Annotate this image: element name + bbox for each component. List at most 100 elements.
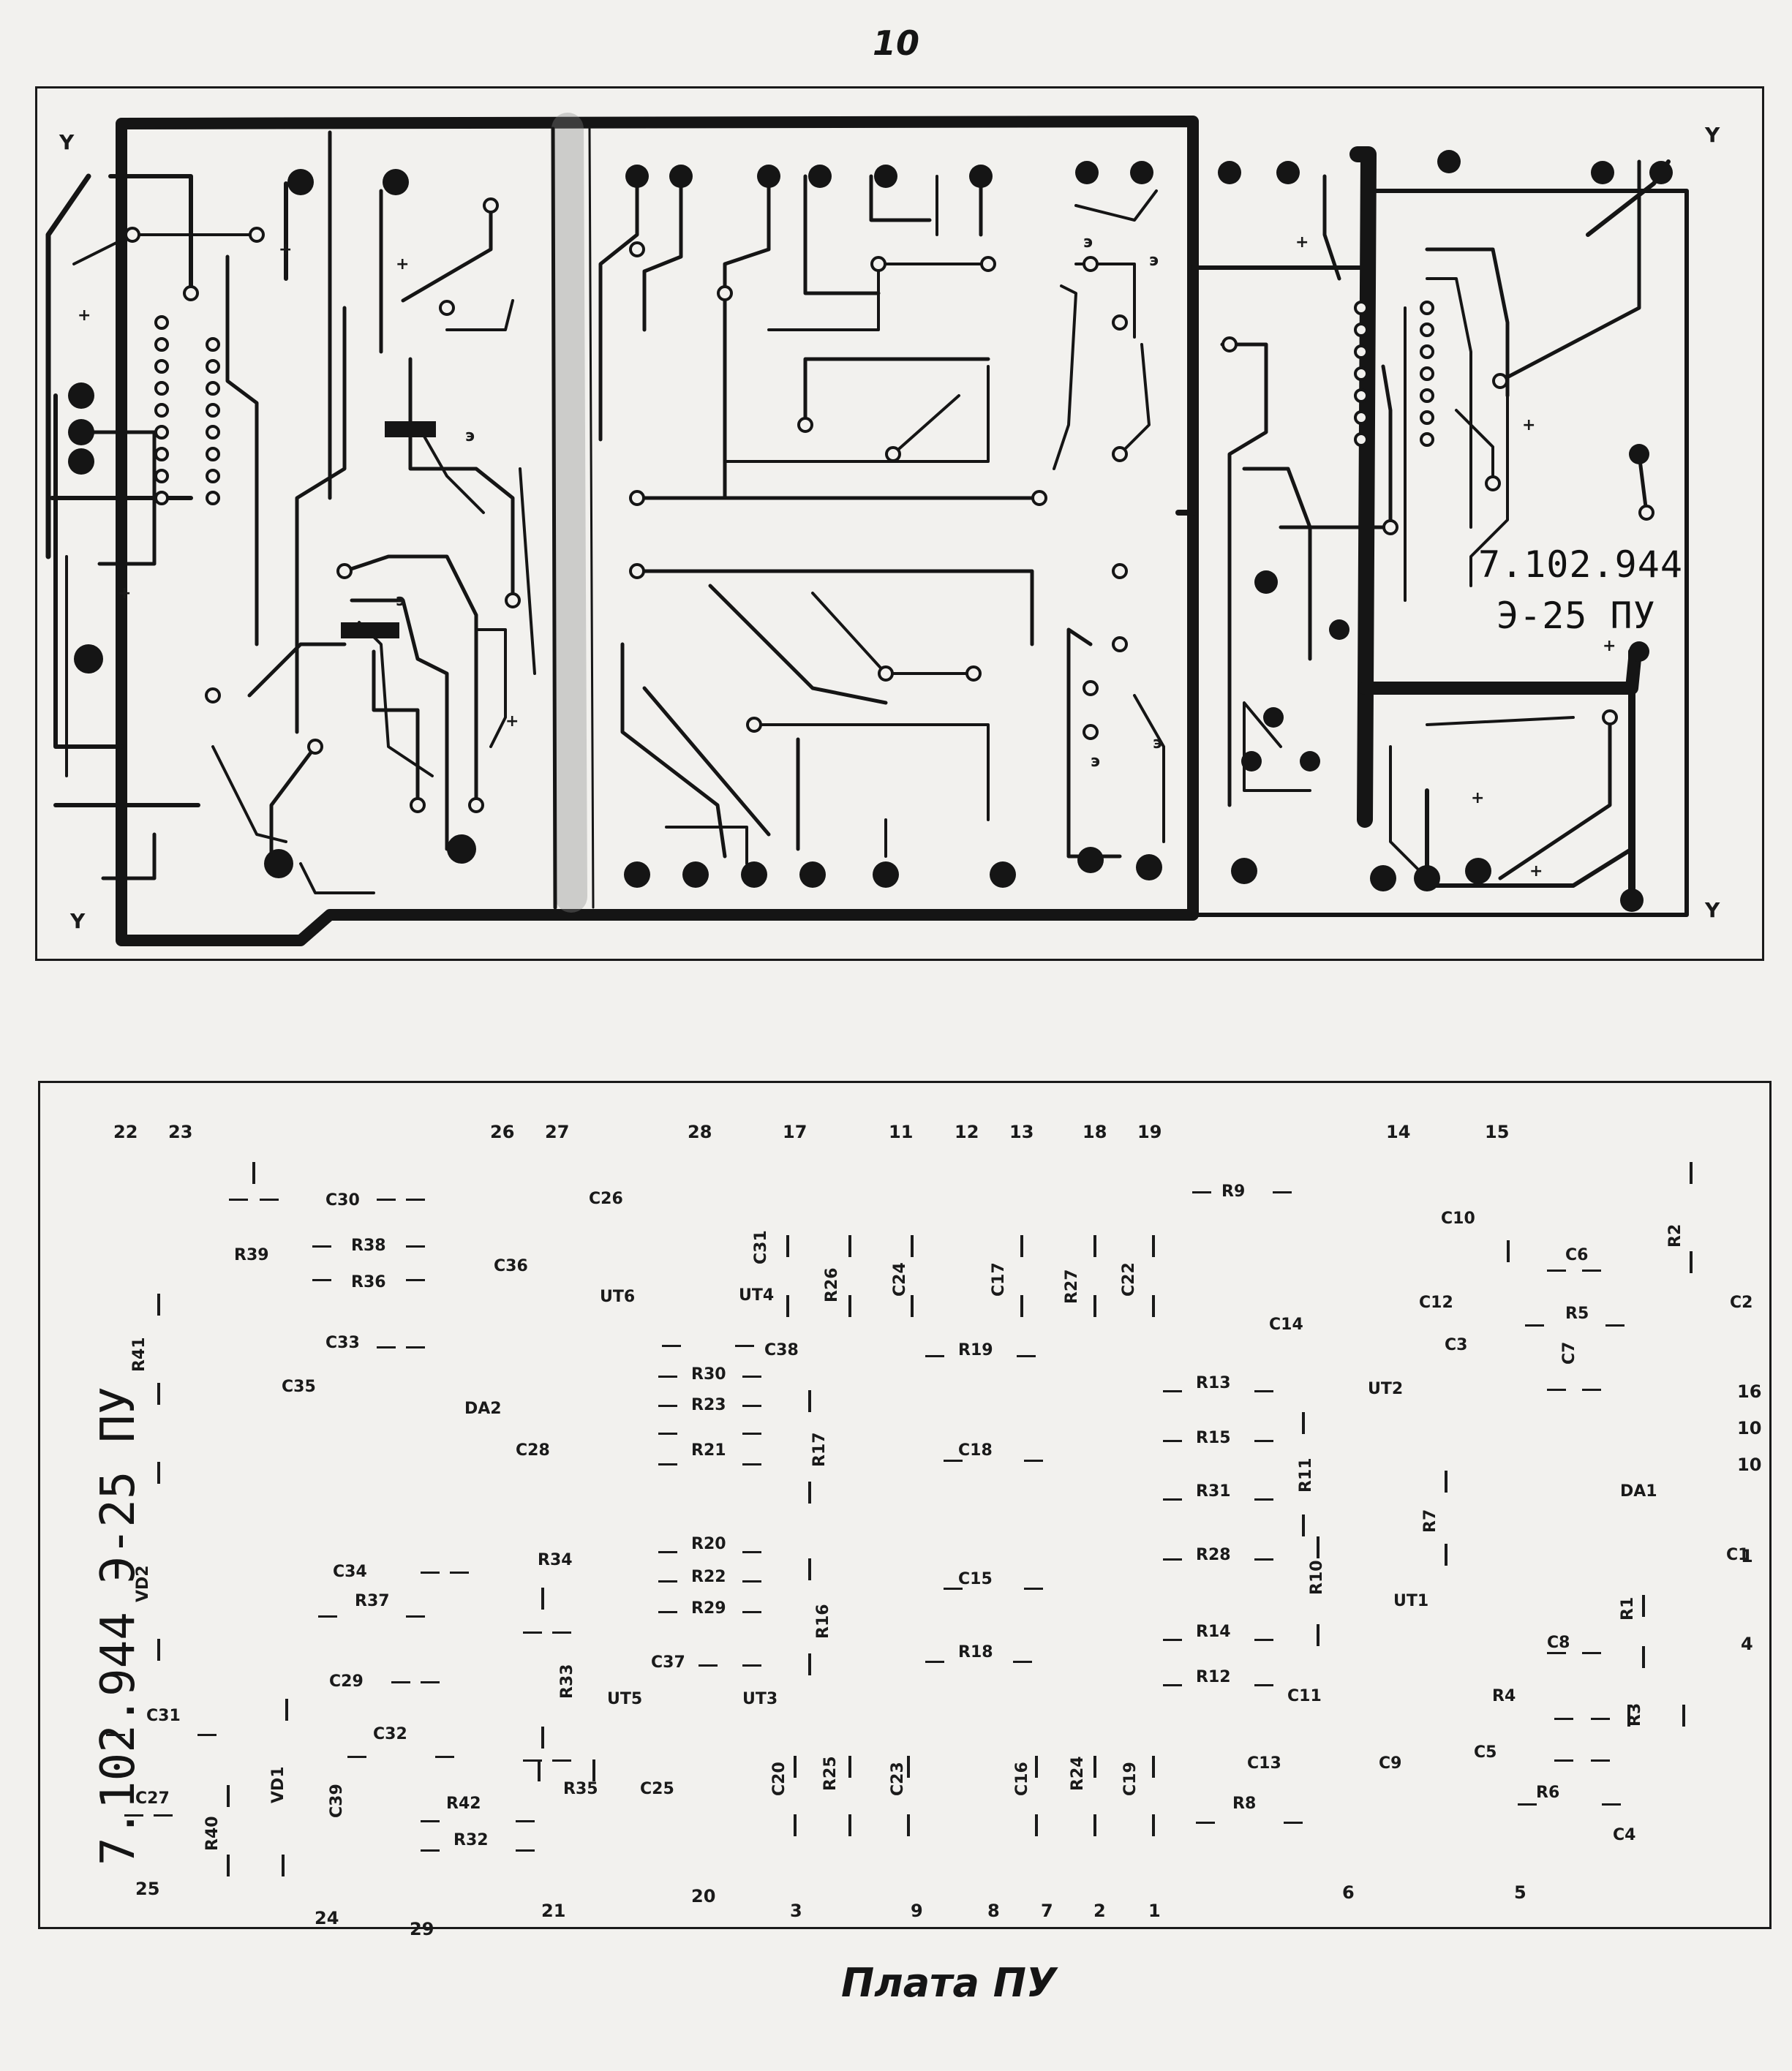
component-label: R29	[691, 1599, 726, 1618]
component-label: R8	[1232, 1795, 1257, 1813]
component-label: R28	[1196, 1546, 1231, 1564]
pin-label: 10	[1737, 1455, 1762, 1475]
component-label: C22	[1120, 1262, 1138, 1297]
placement-mark	[406, 1199, 425, 1201]
placement-mark	[848, 1235, 851, 1257]
pin-label: 22	[113, 1122, 138, 1142]
component-label: C35	[282, 1378, 316, 1396]
placement-mark	[1547, 1652, 1566, 1654]
placement-mark	[1518, 1803, 1537, 1806]
placement-mark	[662, 1345, 681, 1347]
placement-mark	[391, 1681, 410, 1683]
placement-mark	[1591, 1718, 1610, 1720]
placement-mark	[808, 1482, 811, 1504]
placement-mark	[742, 1551, 761, 1553]
placement-mark	[848, 1295, 851, 1317]
placement-mark	[435, 1756, 454, 1758]
component-label: R40	[203, 1816, 222, 1851]
placement-mark	[1163, 1440, 1182, 1442]
component-label: R42	[446, 1795, 481, 1813]
placement-mark	[1035, 1814, 1038, 1836]
component-label: C29	[329, 1672, 364, 1691]
placement-mark	[735, 1345, 754, 1347]
placement-mark	[1163, 1639, 1182, 1641]
component-label: C33	[325, 1334, 360, 1352]
placement-mark	[285, 1699, 288, 1721]
placement-mark	[658, 1551, 677, 1553]
placement-mark	[1163, 1390, 1182, 1392]
component-label: C8	[1547, 1634, 1570, 1652]
placement-mark	[1152, 1814, 1155, 1836]
placement-mark	[1591, 1759, 1610, 1762]
placement-mark	[1642, 1595, 1645, 1617]
component-label: R18	[958, 1643, 993, 1661]
component-label: C28	[516, 1441, 550, 1460]
component-label: VD2	[134, 1565, 152, 1602]
component-label: R26	[823, 1267, 841, 1302]
placement-mark	[742, 1611, 761, 1613]
placement-mark	[1093, 1756, 1096, 1778]
placement-mark	[1254, 1639, 1273, 1641]
component-label: C18	[958, 1441, 993, 1460]
component-label: R1	[1619, 1596, 1637, 1621]
placement-mark	[347, 1756, 366, 1758]
pin-label: 26	[490, 1122, 515, 1142]
placement-mark	[1682, 1705, 1685, 1727]
placement-mark	[197, 1734, 217, 1736]
plus-mark: +	[396, 255, 410, 274]
component-label: R31	[1196, 1482, 1231, 1501]
pin-label: 23	[168, 1122, 193, 1142]
placement-mark	[377, 1199, 396, 1201]
component-label: R20	[691, 1535, 726, 1553]
component-label: C11	[1287, 1687, 1322, 1705]
placement-mark	[1507, 1240, 1510, 1262]
placement-mark	[658, 1463, 677, 1465]
placement-mark	[1317, 1624, 1319, 1646]
plus-mark: +	[78, 306, 91, 325]
board-sub-code: Э-25 ПУ	[1497, 595, 1656, 637]
mount-hole-marker: Y	[1705, 898, 1720, 922]
pin-label: 10	[1737, 1418, 1762, 1438]
component-label: R2	[1666, 1223, 1684, 1248]
placement-mark	[742, 1405, 761, 1407]
placement-mark	[516, 1820, 535, 1822]
placement-mark	[377, 1346, 396, 1348]
placement-mark	[944, 1588, 963, 1590]
placement-mark	[1093, 1295, 1096, 1317]
component-label: C25	[640, 1780, 674, 1798]
emitter-mark: э	[1091, 752, 1101, 771]
placement-mark	[925, 1661, 944, 1663]
plus-mark: +	[1295, 233, 1309, 252]
plus-mark: +	[1529, 862, 1543, 880]
pin-label: 25	[135, 1879, 160, 1899]
placement-mark	[808, 1558, 811, 1580]
pin-label: 13	[1009, 1122, 1034, 1142]
placement-mark	[154, 1814, 173, 1817]
placement-mark	[252, 1162, 255, 1184]
component-label: R25	[821, 1756, 840, 1791]
placement-mark	[1254, 1684, 1273, 1686]
component-label: C14	[1269, 1316, 1303, 1334]
placement-mark	[312, 1279, 331, 1281]
placement-mark	[1093, 1814, 1096, 1836]
mount-hole-marker: Y	[1705, 123, 1720, 147]
component-label: R11	[1297, 1457, 1315, 1493]
placement-mark	[1152, 1235, 1155, 1257]
placement-mark	[658, 1405, 677, 1407]
emitter-mark: э	[1149, 252, 1159, 270]
component-label: R36	[351, 1273, 386, 1291]
component-label: R5	[1565, 1305, 1589, 1323]
component-label: UT5	[607, 1690, 643, 1708]
pin-label: 1	[1741, 1546, 1753, 1566]
component-label: R22	[691, 1568, 726, 1586]
placement-mark	[1582, 1270, 1601, 1272]
component-label: R37	[355, 1592, 390, 1610]
placement-mark	[523, 1759, 542, 1762]
component-label: R6	[1536, 1784, 1560, 1802]
placement-mark	[523, 1631, 542, 1634]
component-label: R19	[958, 1341, 993, 1359]
placement-mark	[808, 1390, 811, 1412]
pin-label: 1	[1148, 1901, 1161, 1921]
component-label: R23	[691, 1396, 726, 1414]
pin-label: 12	[955, 1122, 979, 1142]
